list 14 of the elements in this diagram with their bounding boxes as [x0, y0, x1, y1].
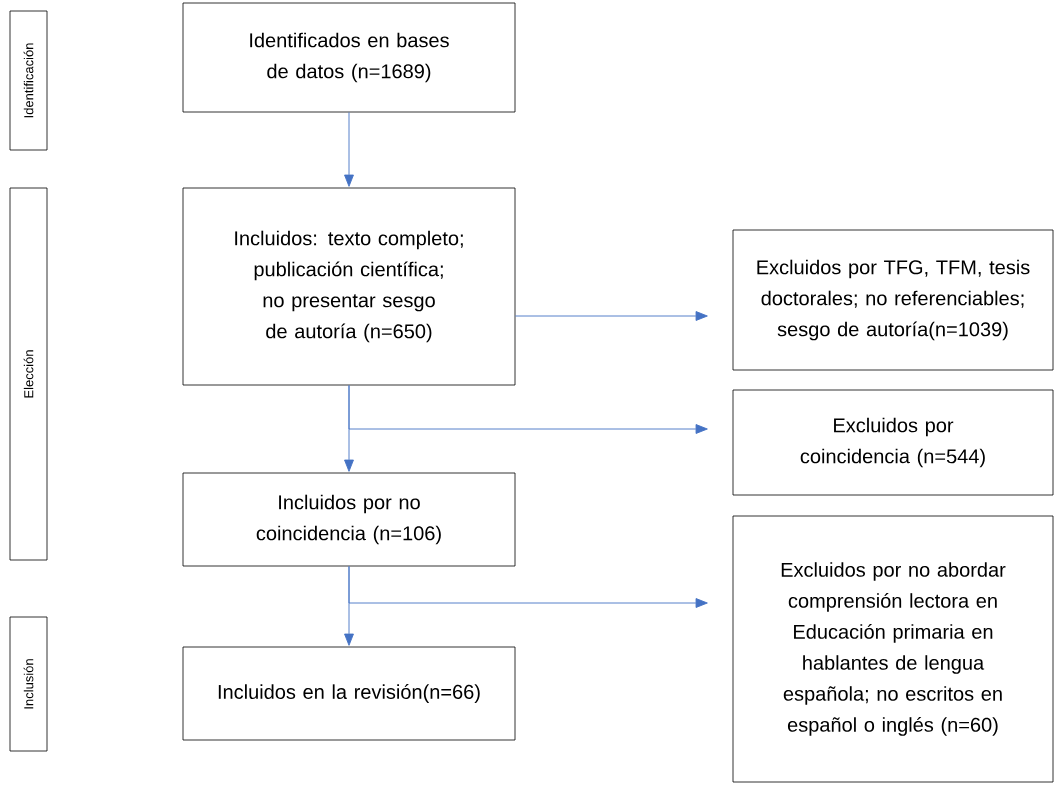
process-box: Incluidos: texto completo; publicación científica; no presentar sesgo de autoría (n=650)	[182, 187, 516, 386]
stage-label: Identificación	[9, 10, 48, 151]
process-box: Incluidos por no coincidencia (n=106)	[182, 472, 516, 567]
process-box: Excluidos por no abordar comprensión lectora en Educación primaria en hablantes de lengua española; no escritos en español o inglés (n=60)	[732, 515, 1054, 783]
arrow	[344, 111, 354, 187]
process-box: Excluidos por coincidencia (n=544)	[732, 389, 1054, 496]
arrow	[344, 565, 354, 646]
stage-label: Elección	[9, 187, 48, 561]
stage-label: Inclusión	[9, 616, 48, 752]
arrow	[344, 384, 354, 472]
process-box: Excluidos por TFG, TFM, tesis doctorales; no referenciables; sesgo de autoría(n=1039)	[732, 229, 1054, 371]
process-box: Incluidos en la revisión(n=66)	[182, 646, 516, 741]
process-box: Identificados en bases de datos (n=1689)	[182, 2, 516, 113]
arrow	[514, 311, 708, 321]
